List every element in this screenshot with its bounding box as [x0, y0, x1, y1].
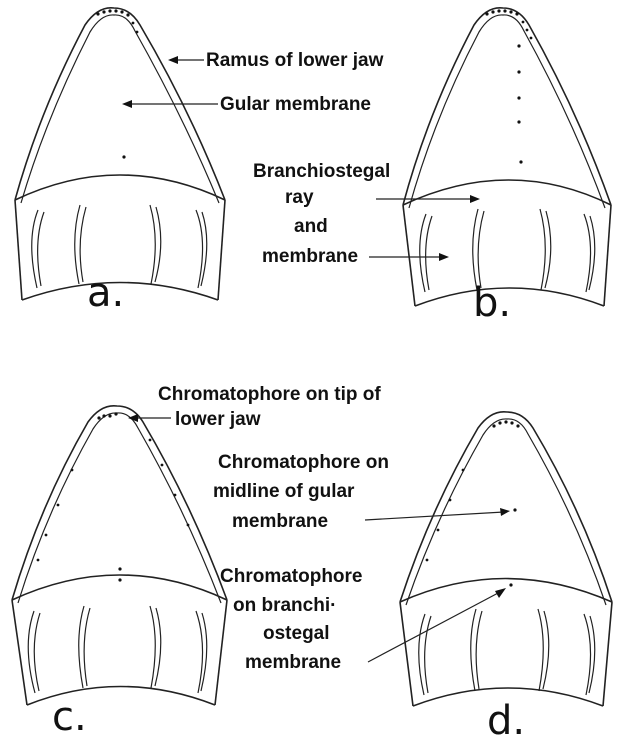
label-on-branchi: on branchi· [233, 595, 336, 616]
label-chromatophore-midline: Chromatophore on [218, 452, 389, 473]
jaw-outline-a [15, 8, 225, 300]
label-gular-membrane: Gular membrane [220, 94, 371, 115]
panel-a: Ramus of lower jaw Gular membrane Branch… [15, 8, 390, 316]
label-midline-of-gular: midline of gular [213, 481, 355, 502]
label-ray: ray [285, 187, 314, 208]
label-chromatophore-branchi: Chromatophore [220, 566, 363, 587]
jaw-tip-dots-a [96, 9, 138, 158]
label-lower-jaw: lower jaw [175, 409, 261, 430]
panel-c: Chromatophore on tip of lower jaw Chroma… [12, 384, 389, 737]
label-ostegal: ostegal [263, 623, 330, 644]
panel-letter-c: c. [52, 694, 87, 737]
label-chromatophore-tip: Chromatophore on tip of [158, 384, 381, 405]
panel-letter-b: b. [473, 280, 511, 326]
leader-lines-b [369, 195, 480, 261]
branchiostegal-rays-c [28, 606, 207, 693]
label-ramus: Ramus of lower jaw [206, 50, 384, 71]
label-membrane-gular: membrane [232, 511, 328, 532]
leader-line-c [128, 414, 171, 422]
label-membrane: membrane [262, 246, 358, 267]
label-membrane-branchi: membrane [245, 652, 341, 673]
label-and: and [294, 216, 328, 237]
labels-c: Chromatophore on tip of lower jaw Chroma… [158, 384, 389, 673]
labels-a: Ramus of lower jaw Gular membrane Branch… [206, 50, 390, 267]
chromatophore-dots-c [37, 412, 190, 581]
label-branchiostegal: Branchiostegal [253, 161, 390, 182]
chromatophore-dots-d [426, 420, 520, 586]
panel-letter-a: a. [87, 270, 124, 316]
jaw-outline-d [400, 412, 612, 706]
branchiostegal-rays-d [419, 609, 595, 695]
jaw-outline-c [12, 406, 227, 705]
panel-d: d. [365, 412, 612, 737]
leader-lines-a [122, 56, 218, 108]
panel-letter-d: d. [487, 698, 525, 737]
panel-b: b. [369, 8, 611, 326]
jaw-outline-b [403, 8, 611, 306]
